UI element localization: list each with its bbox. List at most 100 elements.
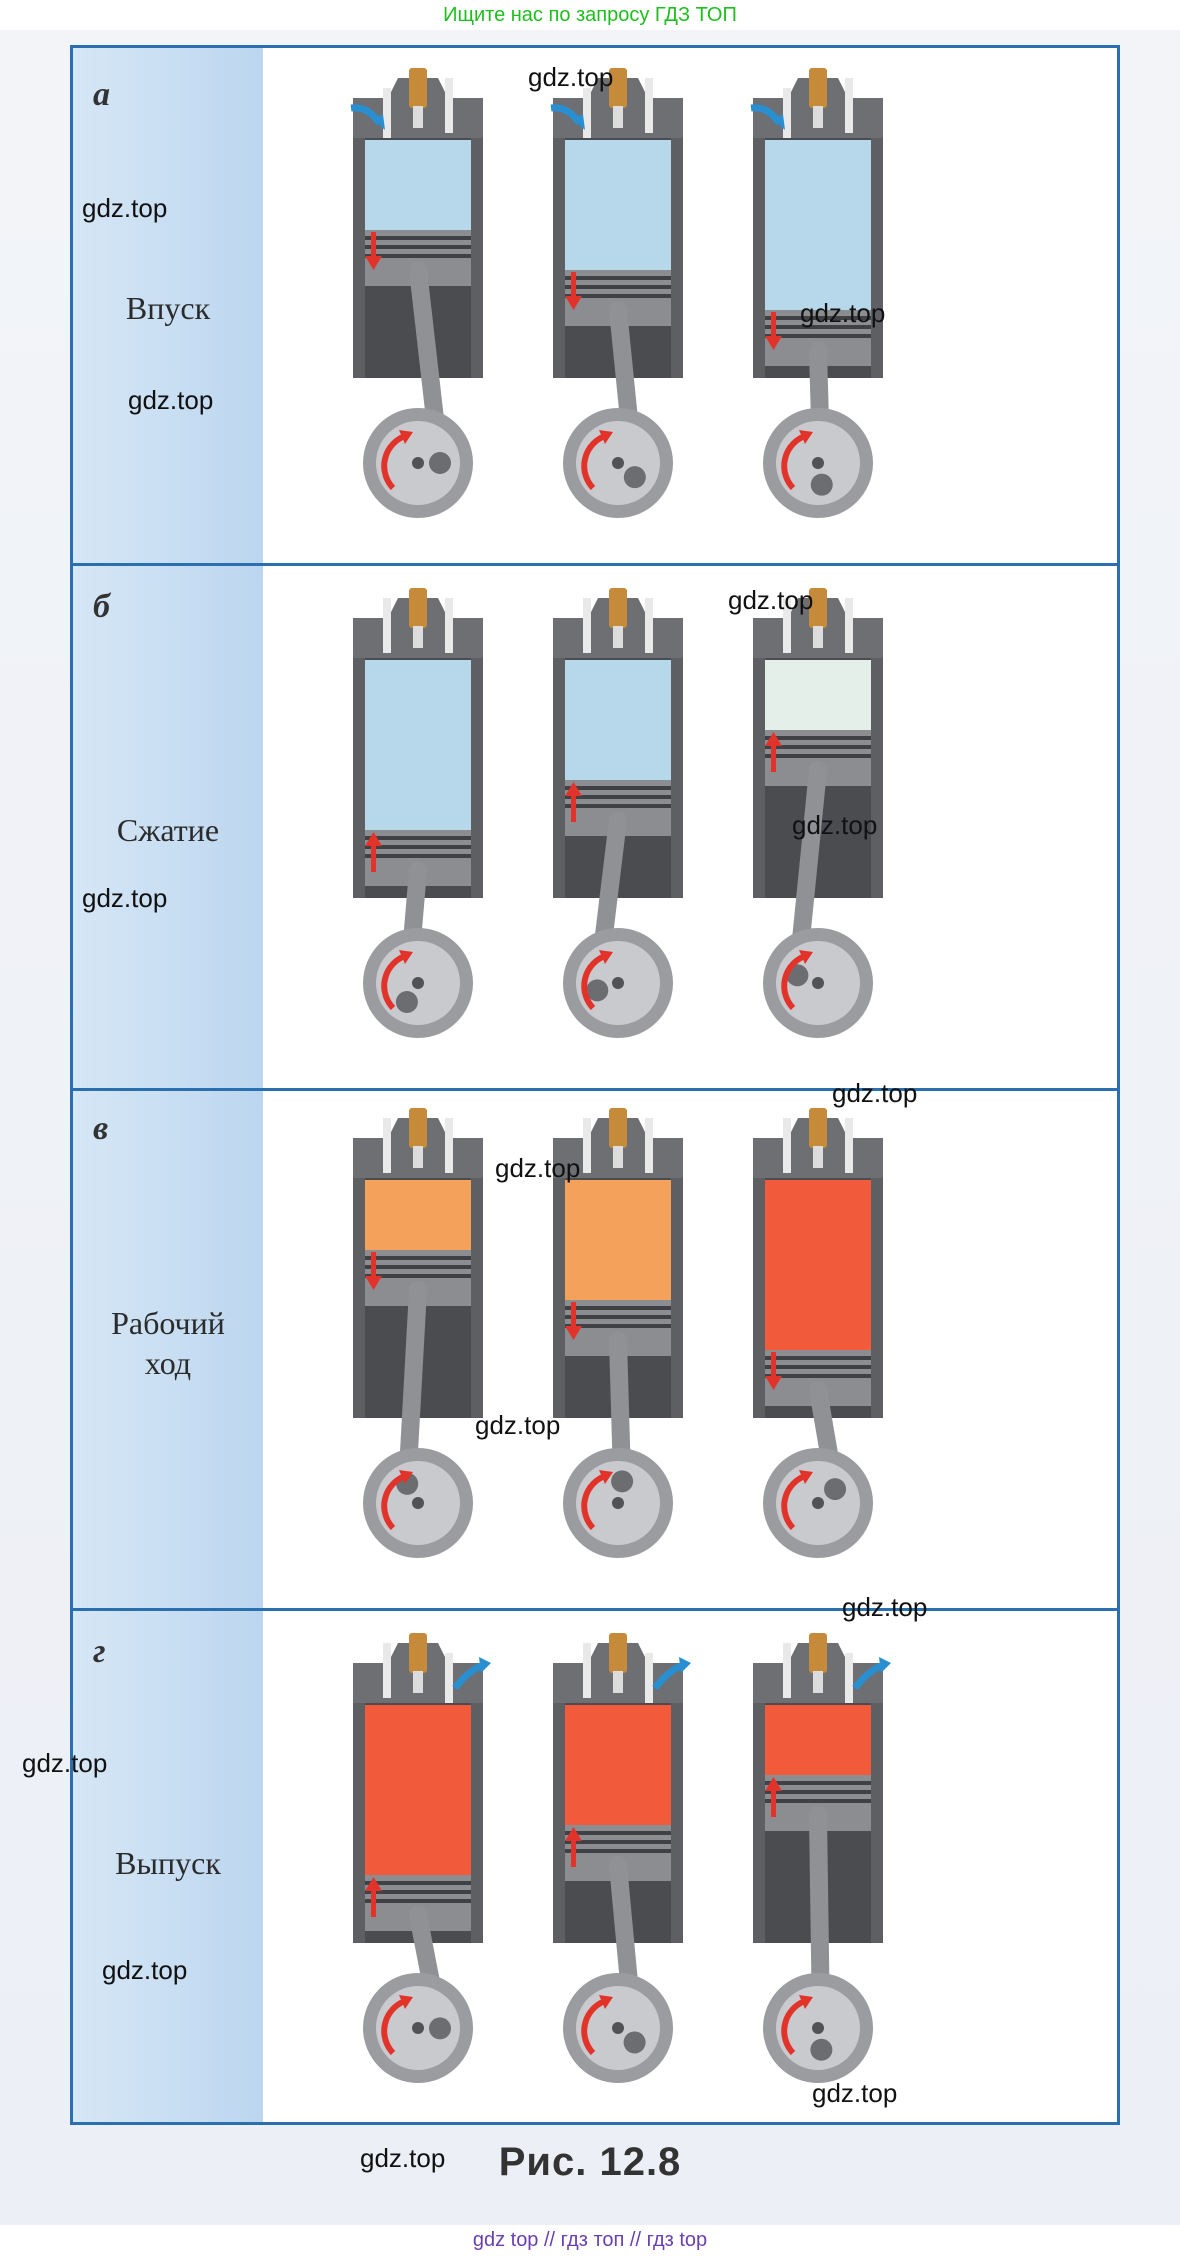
piston-ring xyxy=(765,1790,871,1794)
piston-ring xyxy=(365,254,471,258)
panel-name-intake: Впуск xyxy=(125,290,211,326)
piston-ring xyxy=(765,316,871,320)
cylinder-wall-left xyxy=(553,658,565,898)
piston-ring xyxy=(565,786,671,790)
piston-ring xyxy=(565,1840,671,1844)
spark-plug-tip xyxy=(613,1146,623,1168)
piston-arrow-shaft xyxy=(571,272,576,298)
rotation-arrow xyxy=(381,953,407,1011)
watermark: gdz.top xyxy=(528,62,614,92)
piston-ring xyxy=(365,236,471,240)
piston-ring xyxy=(565,795,671,799)
exhaust-valve xyxy=(445,598,453,653)
piston-ring xyxy=(765,754,871,758)
engine-power-3 xyxy=(753,1108,883,1558)
bottom-banner: gdz top // гдз топ // гдз top xyxy=(472,2229,708,2251)
spark-plug xyxy=(409,68,427,108)
rotation-arrowhead xyxy=(399,1470,413,1484)
watermark: gdz.top xyxy=(128,385,214,415)
gas-volume xyxy=(765,1180,871,1350)
rotation-arrowhead xyxy=(599,1995,613,2009)
piston-arrow-shaft xyxy=(371,1891,376,1917)
gas-volume xyxy=(765,140,871,310)
intake-valve xyxy=(383,88,391,143)
watermark: gdz.top xyxy=(82,883,168,913)
panel-divider xyxy=(73,1608,1117,1611)
cylinder-wall-right xyxy=(471,1703,483,1943)
cylinder-wall-left xyxy=(353,1178,365,1418)
crank-axle xyxy=(612,2022,624,2034)
engine-compression-2 xyxy=(553,588,683,1038)
rotation-arrow xyxy=(381,1998,407,2056)
exhaust-valve xyxy=(445,1653,453,1708)
figure-caption: Рис. 12.8 xyxy=(498,2140,682,2184)
spark-plug-tip xyxy=(813,106,823,128)
piston-ring xyxy=(365,845,471,849)
cylinder-wall-right xyxy=(871,1178,883,1418)
piston-ring xyxy=(365,1256,471,1260)
piston-ring xyxy=(365,1890,471,1894)
gas-volume xyxy=(365,1180,471,1250)
exhaust-valve xyxy=(645,78,653,133)
cylinder-wall-right xyxy=(871,658,883,898)
watermark: gdz.top xyxy=(495,1153,581,1183)
intake-valve xyxy=(383,1118,391,1173)
piston-arrow-down xyxy=(565,296,582,310)
crank-pin xyxy=(623,466,646,489)
engine-intake-1 xyxy=(350,68,483,518)
cylinder-wall-left xyxy=(353,138,365,378)
crank-pin xyxy=(810,2038,833,2061)
panel-divider xyxy=(73,563,1117,566)
panel-name-exhaust: Выпуск xyxy=(115,1845,221,1881)
exhaust-valve xyxy=(645,1118,653,1173)
gas-volume xyxy=(765,660,871,730)
spark-plug xyxy=(809,588,827,628)
panel-letter-v: в xyxy=(93,1110,109,1147)
watermark: gdz.top xyxy=(812,2078,898,2108)
rotation-arrowhead xyxy=(799,430,813,444)
piston-arrow-down xyxy=(765,1376,782,1390)
gas-volume xyxy=(565,1705,671,1825)
exhaust-valve xyxy=(845,78,853,133)
spark-plug xyxy=(409,588,427,628)
piston-ring xyxy=(565,294,671,298)
gas-volume xyxy=(765,1705,871,1775)
piston-ring xyxy=(765,334,871,338)
piston-arrow-up xyxy=(565,782,582,796)
spark-plug xyxy=(409,1633,427,1673)
piston-arrow-shaft xyxy=(771,746,776,772)
crank-axle xyxy=(612,977,624,989)
cylinder-wall-left xyxy=(553,1178,565,1418)
piston-ring xyxy=(365,1881,471,1885)
intake-valve xyxy=(783,1643,791,1698)
spark-plug xyxy=(609,1633,627,1673)
watermark: gdz.top xyxy=(832,1078,918,1108)
crank-axle xyxy=(812,977,824,989)
rotation-arrow xyxy=(781,1998,807,2056)
watermark: gdz.top xyxy=(728,585,814,615)
engine-power-1 xyxy=(353,1108,483,1558)
intake-valve xyxy=(783,1118,791,1173)
crank-axle xyxy=(412,2022,424,2034)
cylinder-wall-right xyxy=(671,658,683,898)
spark-plug-tip xyxy=(413,1146,423,1168)
crank-pin xyxy=(428,2017,451,2040)
panel-divider xyxy=(73,1088,1117,1091)
crank-axle xyxy=(812,1497,824,1509)
gas-volume xyxy=(565,1180,671,1300)
gas-volume xyxy=(365,660,471,830)
piston-arrow-shaft xyxy=(371,232,376,258)
rotation-arrow xyxy=(581,1998,607,2056)
rotation-arrowhead xyxy=(599,430,613,444)
crank-pin xyxy=(623,2031,646,2054)
gas-volume xyxy=(365,140,471,230)
intake-valve xyxy=(583,88,591,143)
cylinder-wall-left xyxy=(753,1178,765,1418)
crank-axle xyxy=(812,457,824,469)
cylinder-wall-left xyxy=(553,138,565,378)
piston-arrow-up xyxy=(365,1877,382,1891)
exhaust-valve xyxy=(845,1118,853,1173)
piston-arrow-shaft xyxy=(771,1352,776,1378)
cylinder-wall-right xyxy=(471,658,483,898)
crank-pin xyxy=(429,452,451,474)
